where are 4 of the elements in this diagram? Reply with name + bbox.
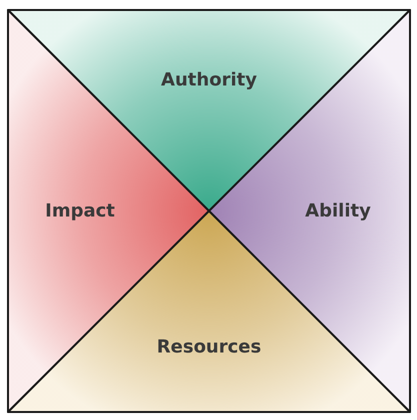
section-label: Authority: [161, 70, 257, 90]
section-label: Resources: [156, 336, 262, 358]
section-label: Ability: [305, 200, 371, 222]
section-label: Impact: [45, 200, 115, 222]
